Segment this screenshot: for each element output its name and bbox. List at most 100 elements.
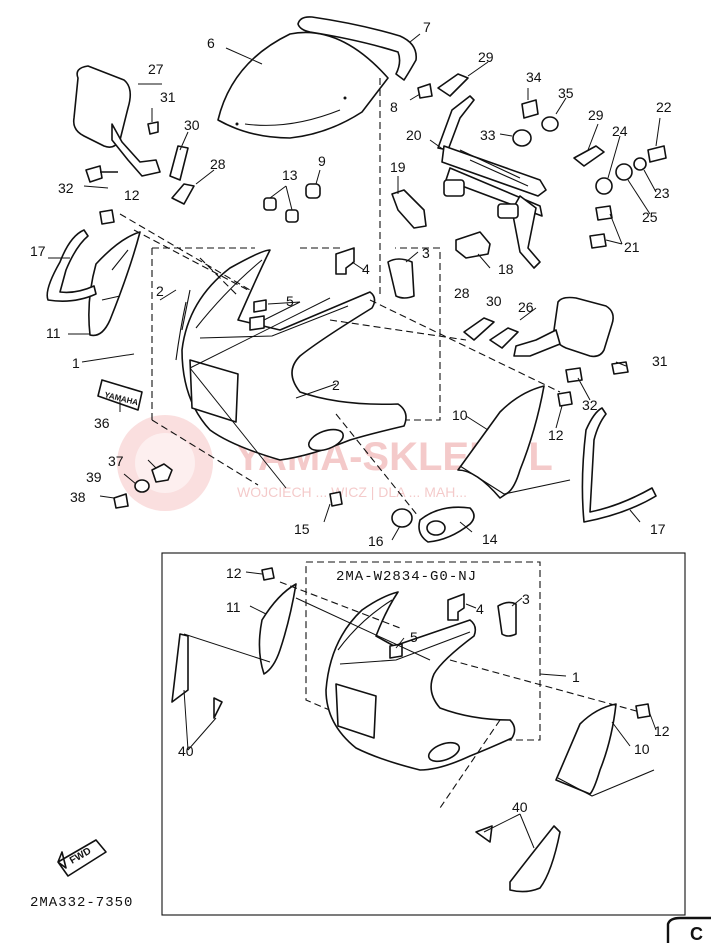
callout-2b: 2 xyxy=(332,377,340,393)
callout-36: 36 xyxy=(94,415,110,431)
callout-32a: 32 xyxy=(58,180,74,196)
upper-sightlines xyxy=(119,78,561,517)
bolt-21a xyxy=(595,205,613,221)
callout-33: 33 xyxy=(480,127,496,143)
bracket-4 xyxy=(335,247,355,275)
callout-10a: 10 xyxy=(452,407,468,423)
upper-assembly: YAMAHA xyxy=(46,16,667,543)
callout-5a: 5 xyxy=(286,293,294,309)
callout-10b: 10 xyxy=(634,741,650,757)
washer-35 xyxy=(541,116,559,132)
callout-35: 35 xyxy=(558,85,574,101)
upper-leader-lines xyxy=(48,33,661,541)
callout-40a: 40 xyxy=(178,743,194,759)
callout-8: 8 xyxy=(390,99,398,115)
garnish-40c xyxy=(475,825,493,843)
garnish-40d xyxy=(509,825,561,893)
windscreen-trim-strip xyxy=(297,16,417,81)
callout-12a: 12 xyxy=(124,187,140,203)
clip-15 xyxy=(329,491,343,507)
mirror-cover-left xyxy=(171,183,195,205)
callout-28a: 28 xyxy=(210,156,226,172)
callout-3b: 3 xyxy=(522,591,530,607)
grommet-33 xyxy=(512,129,532,147)
callout-15: 15 xyxy=(294,521,310,537)
callout-39: 39 xyxy=(86,469,102,485)
headlight-window xyxy=(189,359,239,423)
upper-cowling xyxy=(181,249,407,461)
callout-30b: 30 xyxy=(486,293,502,309)
callout-29a: 29 xyxy=(478,49,494,65)
callout-12c: 12 xyxy=(226,565,242,581)
grommet-13a xyxy=(263,197,277,211)
garnish-40b xyxy=(213,697,223,719)
damper-18 xyxy=(455,231,491,259)
callout-7: 7 xyxy=(423,19,431,35)
grommet-13b xyxy=(285,209,299,223)
variant-inner-panel-left xyxy=(258,583,297,675)
callout-26: 26 xyxy=(518,299,534,315)
callout-31a: 31 xyxy=(160,89,176,105)
bolt-34 xyxy=(521,99,539,119)
callout-12b: 12 xyxy=(548,427,564,443)
drawing-number: 2MA332-7350 xyxy=(30,895,133,911)
callout-21: 21 xyxy=(624,239,640,255)
variant-trim-piece-3 xyxy=(497,601,517,637)
variant-cowling xyxy=(325,591,516,771)
variant-sightlines xyxy=(279,581,641,809)
screw-38 xyxy=(113,493,129,509)
washer-39 xyxy=(134,479,150,493)
callout-34: 34 xyxy=(526,69,542,85)
bolt-22 xyxy=(647,145,667,163)
inner-panel-right xyxy=(457,385,545,499)
grommet-16 xyxy=(391,508,413,528)
bolt-21b xyxy=(589,233,607,249)
callout-37: 37 xyxy=(108,453,124,469)
callout-32b: 32 xyxy=(582,397,598,413)
callout-19: 19 xyxy=(390,159,406,175)
callout-6: 6 xyxy=(207,35,215,51)
bolt-12-left xyxy=(99,209,115,225)
clip-5b xyxy=(249,315,265,331)
right-mirror xyxy=(552,296,614,358)
fwd-badge: FWD xyxy=(57,839,107,877)
callout-4a: 4 xyxy=(362,261,370,277)
screw-32-left xyxy=(85,165,118,183)
trim-strip-right xyxy=(581,407,657,523)
callout-2a: 2 xyxy=(156,283,164,299)
inner-panel-left xyxy=(88,231,141,337)
variant-box: 2MA-W2834-G0-NJ xyxy=(161,552,686,916)
page-corner-marker: C xyxy=(666,916,711,943)
bolt-12-right xyxy=(557,391,573,407)
callout-17a: 17 xyxy=(30,243,46,259)
callout-20: 20 xyxy=(406,127,422,143)
damper-19 xyxy=(391,189,427,229)
callout-23: 23 xyxy=(654,185,670,201)
windscreen xyxy=(217,31,389,139)
washer-29a xyxy=(437,73,469,97)
variant-leader-lines xyxy=(183,571,657,849)
callout-18: 18 xyxy=(498,261,514,277)
callout-12d: 12 xyxy=(654,723,670,739)
clip-5a xyxy=(253,299,267,313)
nut-23 xyxy=(633,157,647,171)
variant-bolt-12-right xyxy=(635,703,651,719)
callout-13: 13 xyxy=(282,167,298,183)
variant-code: 2MA-W2834-G0-NJ xyxy=(336,569,477,585)
cowling-stay-frame xyxy=(437,95,547,269)
trim-piece-3 xyxy=(387,258,415,299)
variant-inner-dashed-box xyxy=(305,561,541,741)
left-mirror xyxy=(72,65,132,148)
garnish-40a xyxy=(171,633,189,703)
page-corner-glyph: C xyxy=(690,924,703,943)
callout-30a: 30 xyxy=(184,117,200,133)
mirror-gasket-left xyxy=(169,145,189,181)
callout-16: 16 xyxy=(368,533,384,549)
bolt-8 xyxy=(417,83,433,99)
variant-bracket-4 xyxy=(447,593,465,621)
grommet-24 xyxy=(595,177,613,195)
callout-14: 14 xyxy=(482,531,498,547)
variant-bolt-12-left xyxy=(261,567,275,581)
callout-1a: 1 xyxy=(72,355,80,371)
